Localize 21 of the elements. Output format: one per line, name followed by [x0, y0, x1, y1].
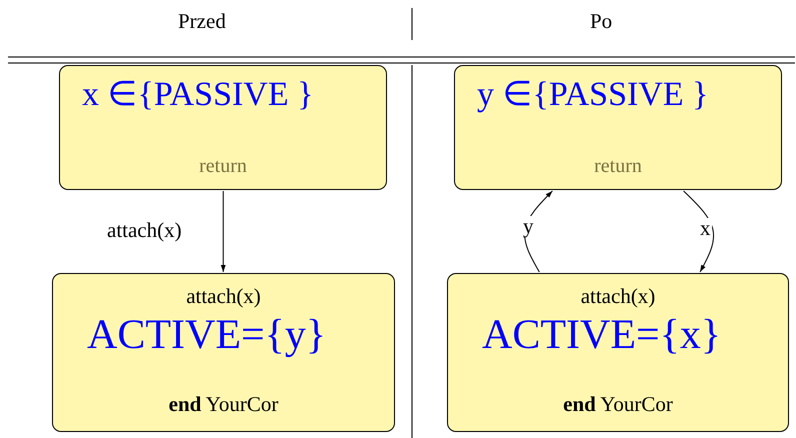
call-text: attach(x)	[185, 286, 262, 307]
edge-label: attach(x)	[106, 220, 183, 241]
arrow	[220, 190, 226, 272]
set-expression: y ∈{PASSIVE }	[477, 78, 708, 112]
state-box	[52, 273, 395, 432]
return-text: return	[198, 156, 248, 176]
arrow	[683, 190, 714, 272]
arrow	[524, 190, 553, 272]
column-heading: Przed	[178, 11, 226, 32]
state-box	[447, 273, 789, 432]
call-text: attach(x)	[580, 286, 656, 307]
state-box	[454, 65, 782, 190]
edge-label: y	[522, 216, 534, 237]
column-heading: Po	[590, 11, 612, 32]
return-text: return	[593, 156, 643, 176]
set-expression: ACTIVE={y}	[87, 314, 326, 356]
set-expression: ACTIVE={x}	[482, 314, 721, 356]
set-expression: x ∈{PASSIVE }	[82, 78, 314, 112]
end-text: end YourCor	[562, 394, 674, 415]
end-text: end YourCor	[168, 394, 280, 415]
state-box	[59, 65, 387, 190]
